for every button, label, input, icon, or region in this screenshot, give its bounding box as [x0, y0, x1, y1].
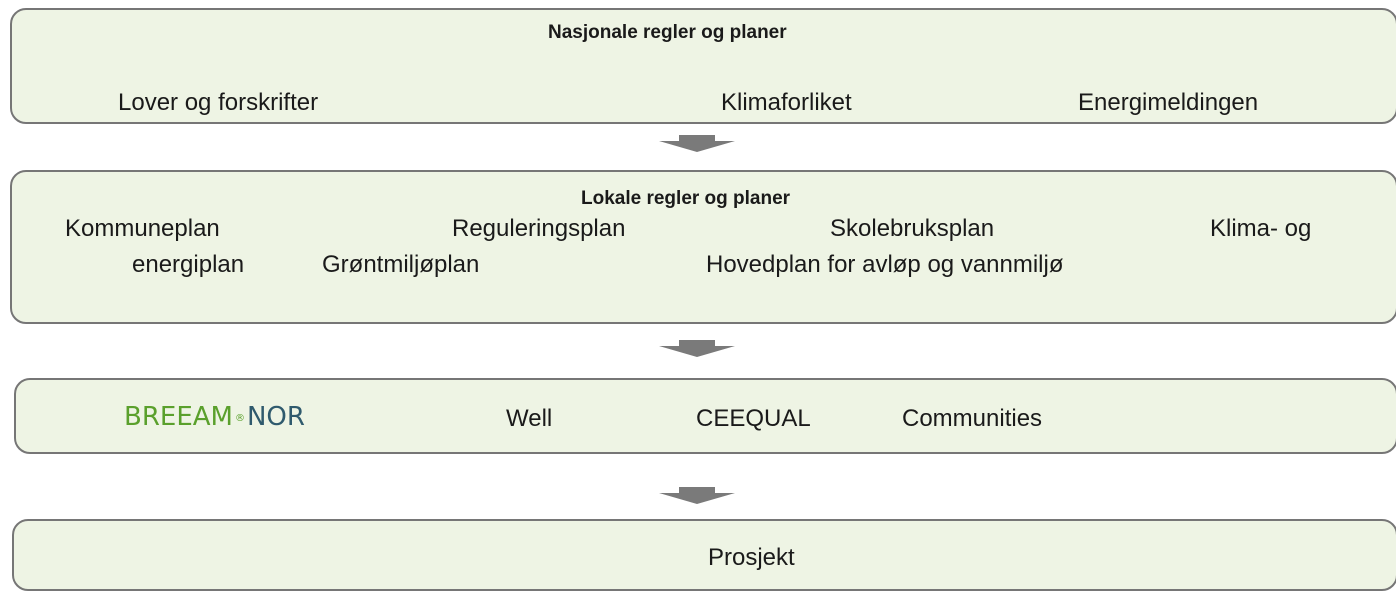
item-energimeldingen: Energimeldingen: [1078, 89, 1259, 116]
item-ceequal: CEEQUAL: [696, 405, 811, 432]
breeam-logo-text: BREEAM: [124, 402, 233, 432]
item-kommuneplan: Kommuneplan: [65, 215, 220, 242]
local-rules-title: Lokale regler og planer: [581, 188, 791, 209]
national-rules-box: Nasjonale regler og planer Lover og fors…: [10, 8, 1396, 124]
nor-logo-text: NOR: [246, 402, 305, 432]
registered-mark: ®: [234, 413, 245, 424]
item-skolebruksplan: Skolebruksplan: [830, 215, 995, 242]
item-lover-og-forskrifter: Lover og forskrifter: [118, 89, 319, 116]
local-rules-box: Lokale regler og planer Kommuneplan Regu…: [10, 170, 1396, 324]
item-klimaforliket: Klimaforliket: [721, 89, 852, 116]
item-communities: Communities: [902, 405, 1043, 432]
item-hovedplan: Hovedplan for avløp og vannmiljø: [706, 251, 1064, 278]
item-grontmiljoplan: Grøntmiljøplan: [322, 251, 480, 278]
item-energiplan: energiplan: [132, 251, 245, 278]
item-well: Well: [506, 405, 553, 432]
item-klima-og: Klima- og: [1210, 215, 1312, 242]
certifications-box: BREEAM®NOR Well CEEQUAL Communities: [14, 378, 1396, 454]
national-rules-title: Nasjonale regler og planer: [548, 22, 787, 43]
project-label: Prosjekt: [708, 544, 795, 571]
breeam-nor-logo: BREEAM®NOR: [124, 402, 305, 432]
project-box: Prosjekt: [12, 519, 1396, 591]
item-reguleringsplan: Reguleringsplan: [452, 215, 626, 242]
